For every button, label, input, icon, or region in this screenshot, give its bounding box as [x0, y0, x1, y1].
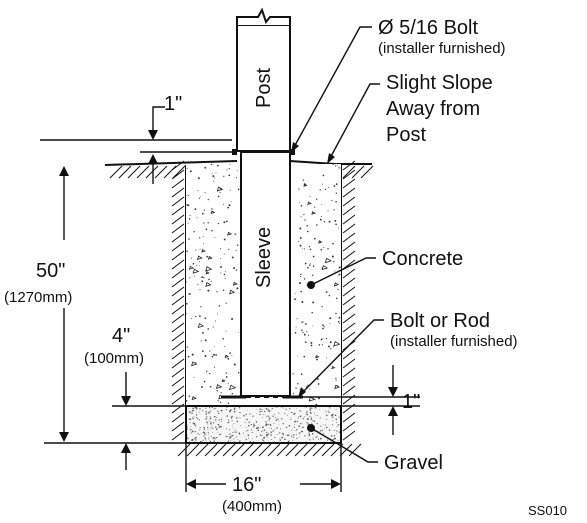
dim-bottom-arrow-down — [388, 387, 398, 397]
post-label: Post — [253, 68, 275, 108]
drawing-id: SS010 — [528, 503, 567, 518]
gravel-leader-dot — [307, 424, 315, 432]
slope-leader-arrow — [327, 153, 335, 164]
dim-top-arrow-up — [148, 154, 158, 164]
dim-width-arrow-left — [186, 479, 196, 489]
dim-gravel-metric: (100mm) — [84, 350, 144, 367]
gravel-leader — [310, 427, 378, 463]
dim-bottom-gap: 1" — [402, 391, 420, 413]
sleeve-label: Sleeve — [253, 227, 275, 288]
dim-width-metric: (400mm) — [222, 498, 282, 515]
soil-hatch — [109, 160, 374, 457]
gravel-label: Gravel — [384, 452, 443, 474]
concrete-label: Concrete — [382, 248, 463, 270]
dim-depth-main: 50" — [36, 260, 65, 282]
slope-leader — [328, 83, 380, 161]
dim-top-arrow-down — [148, 130, 158, 140]
bolt-leader — [292, 26, 372, 150]
gravel-layer — [185, 405, 342, 444]
post-break-line — [236, 7, 291, 25]
bolt-top-label: Ø 5/16 Bolt — [378, 17, 479, 39]
slope-label-2: Away from — [386, 98, 480, 120]
dim-width-main: 16" — [232, 474, 261, 496]
concrete-leader-dot — [307, 281, 315, 289]
dim-depth-arrow-bottom — [59, 432, 69, 442]
bolt-leader-arrow — [291, 142, 299, 153]
dim-depth-metric: (1270mm) — [4, 289, 72, 306]
dim-top-leader — [152, 106, 165, 138]
dim-width-arrow-right — [331, 479, 341, 489]
bolt-top-sublabel: (installer furnished) — [378, 40, 506, 57]
gravel-fill — [186, 406, 341, 443]
dim-bottom-arrow-up — [388, 406, 398, 416]
dim-gravel-arrow-down — [121, 396, 131, 406]
dim-depth-arrow-top — [59, 166, 69, 176]
dim-gravel-main: 4" — [112, 325, 130, 347]
slope-label-3: Post — [386, 124, 426, 146]
sleeve — [240, 151, 291, 397]
slope-label-1: Slight Slope — [386, 72, 493, 94]
concrete-leader — [310, 257, 376, 286]
dim-gravel-arrow-up — [121, 443, 131, 453]
dim-top-gap: 1" — [164, 93, 182, 115]
bolt-rod-sublabel: (installer furnished) — [390, 333, 518, 350]
bolt-rod-leader-arrow — [298, 387, 306, 398]
bolt-rod-leader — [300, 319, 384, 395]
bolt-rod-label: Bolt or Rod — [390, 310, 490, 332]
